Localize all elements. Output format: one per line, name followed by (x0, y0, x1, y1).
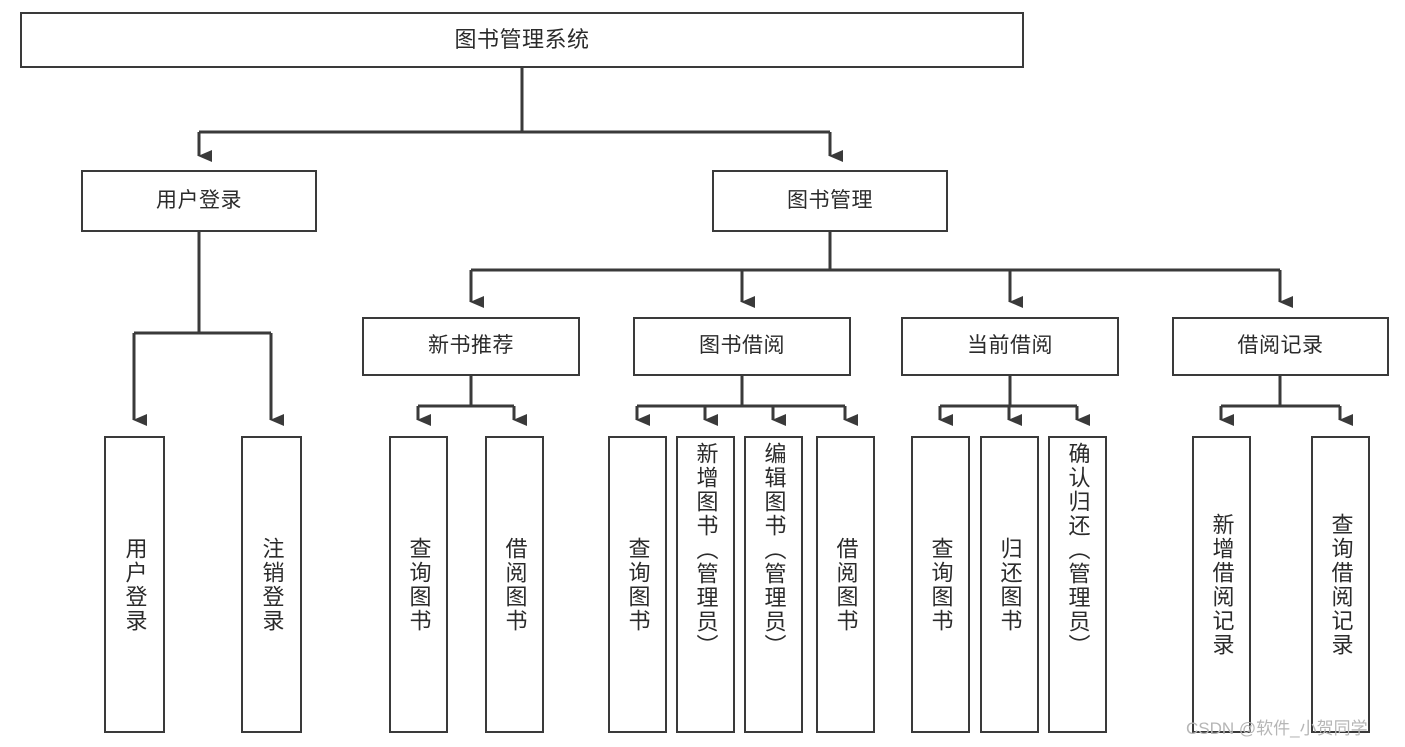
node-current-borrow[interactable]: 当前借阅 (901, 317, 1119, 376)
leaf-confirm-return[interactable]: 确认归还（管理员） (1048, 436, 1107, 733)
leaf-return-book[interactable]: 归还图书 (980, 436, 1039, 733)
leaf-logout[interactable]: 注销登录 (241, 436, 302, 733)
leaf-edit-book-label: 编辑图书（管理员） (761, 442, 787, 658)
leaf-query-book-2[interactable]: 查询图书 (608, 436, 667, 733)
leaf-add-book-label: 新增图书（管理员） (693, 442, 719, 658)
leaf-user-login-label: 用户登录 (122, 536, 148, 633)
leaf-query-book-3[interactable]: 查询图书 (911, 436, 970, 733)
node-book-manage[interactable]: 图书管理 (712, 170, 948, 232)
leaf-logout-label: 注销登录 (259, 536, 285, 633)
node-borrow-record[interactable]: 借阅记录 (1172, 317, 1389, 376)
leaf-confirm-return-label: 确认归还（管理员） (1065, 442, 1091, 658)
leaf-borrow-book-2[interactable]: 借阅图书 (816, 436, 875, 733)
leaf-borrow-book-2-label: 借阅图书 (833, 536, 859, 633)
leaf-borrow-book-1[interactable]: 借阅图书 (485, 436, 544, 733)
node-root-system-label: 图书管理系统 (454, 27, 590, 53)
node-book-borrow[interactable]: 图书借阅 (633, 317, 851, 376)
node-root-system[interactable]: 图书管理系统 (20, 12, 1024, 68)
leaf-add-record-label: 新增借阅记录 (1209, 512, 1235, 657)
leaf-add-book[interactable]: 新增图书（管理员） (676, 436, 735, 733)
leaf-query-book-3-label: 查询图书 (928, 536, 954, 633)
node-user-login[interactable]: 用户登录 (81, 170, 317, 232)
node-current-borrow-label: 当前借阅 (967, 334, 1053, 358)
leaf-query-record-label: 查询借阅记录 (1328, 512, 1354, 657)
leaf-borrow-book-1-label: 借阅图书 (502, 536, 528, 633)
node-borrow-record-label: 借阅记录 (1237, 334, 1324, 358)
leaf-user-login[interactable]: 用户登录 (104, 436, 165, 733)
node-book-manage-label: 图书管理 (787, 188, 873, 212)
leaf-query-record[interactable]: 查询借阅记录 (1311, 436, 1370, 733)
node-user-login-label: 用户登录 (156, 188, 242, 212)
leaf-edit-book[interactable]: 编辑图书（管理员） (744, 436, 803, 733)
leaf-add-record[interactable]: 新增借阅记录 (1192, 436, 1251, 733)
leaf-query-book-2-label: 查询图书 (625, 536, 651, 633)
node-book-borrow-label: 图书借阅 (699, 334, 785, 358)
leaf-query-book-1-label: 查询图书 (406, 536, 432, 633)
node-new-book-rec-label: 新书推荐 (428, 334, 514, 358)
watermark-credit: CSDN @软件_小贺同学 (1186, 719, 1368, 738)
leaf-return-book-label: 归还图书 (997, 536, 1023, 633)
node-new-book-rec[interactable]: 新书推荐 (362, 317, 580, 376)
leaf-query-book-1[interactable]: 查询图书 (389, 436, 448, 733)
